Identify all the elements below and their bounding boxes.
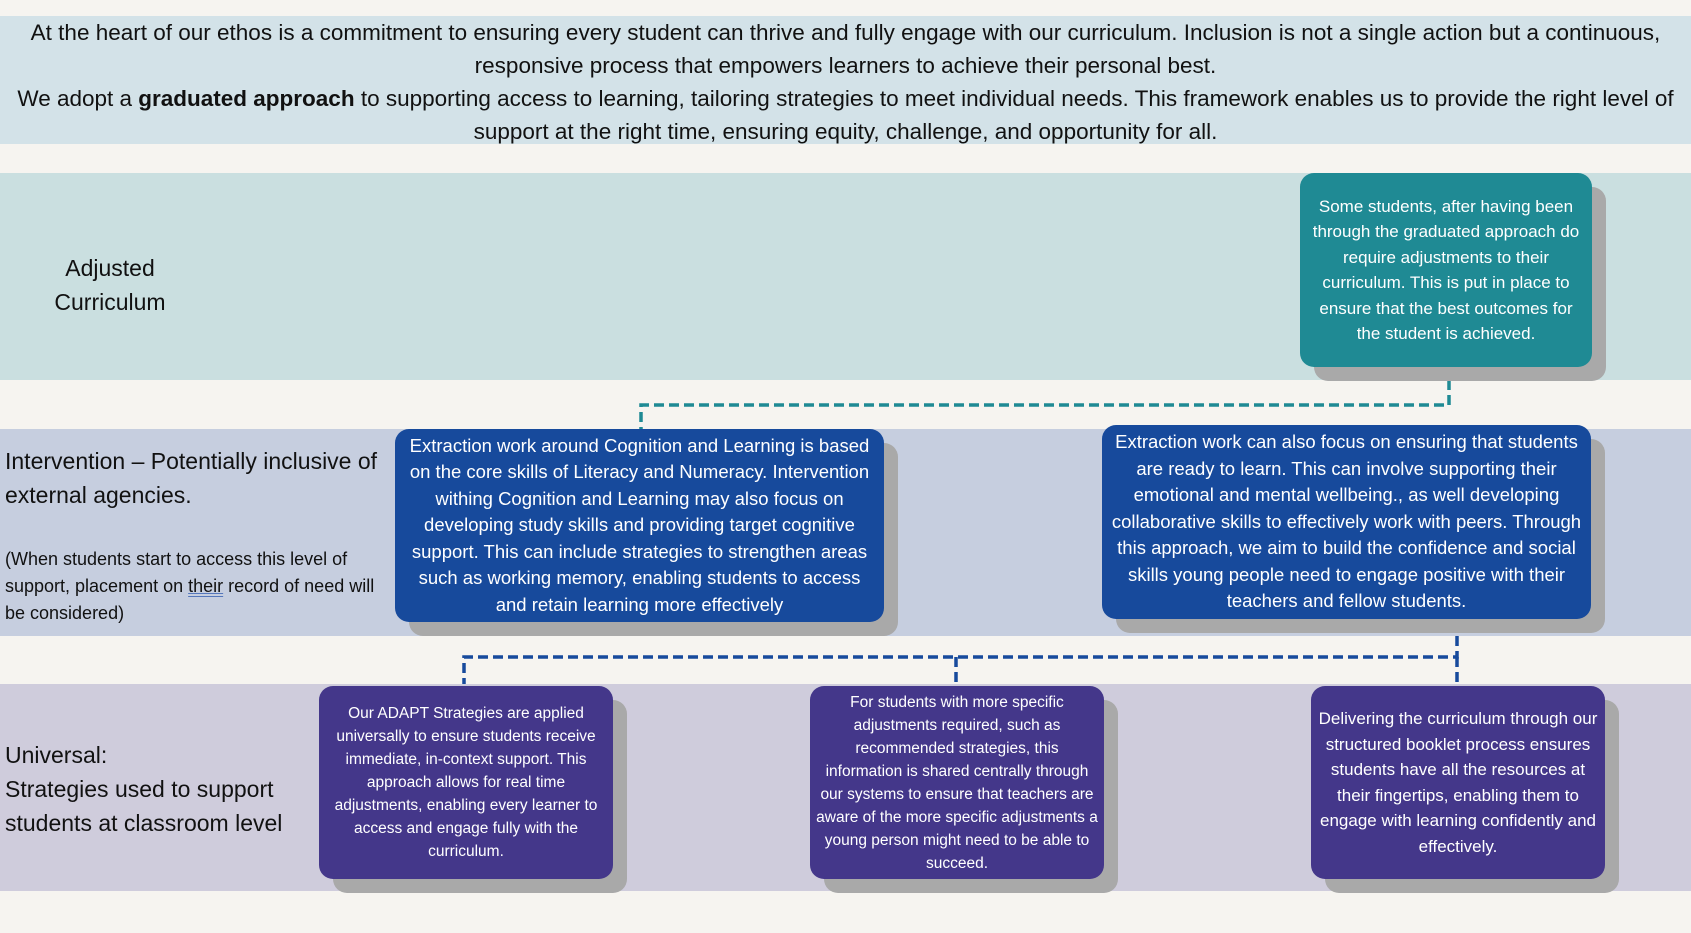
graduated-approach-emphasis: graduated approach [138,86,355,111]
adjusted-curriculum-box-text: Some students, after having been through… [1312,196,1580,344]
wellbeing-box: Extraction work can also focus on ensuri… [1102,425,1591,619]
intervention-note-underlined: their [188,576,224,596]
wellbeing-box-text: Extraction work can also focus on ensuri… [1111,431,1582,612]
specific-adjustments-box-text: For students with more specific adjustme… [816,693,1098,872]
booklet-process-box: Delivering the curriculum through our st… [1311,686,1605,879]
adapt-strategies-box: Our ADAPT Strategies are applied univers… [319,686,613,879]
universal-label: Universal: Strategies used to support st… [5,738,315,840]
cognition-learning-box-text: Extraction work around Cognition and Lea… [409,434,870,615]
intervention-note: (When students start to access this leve… [5,546,385,627]
intro-paragraph-2: We adopt a graduated approach to support… [4,82,1687,144]
universal-label-title: Universal: [5,742,108,768]
intervention-label: Intervention – Potentially inclusive of … [5,448,378,508]
connector-adjusted-to-intervention [639,380,1451,429]
intro-text-after: to supporting access to learning, tailor… [354,86,1674,144]
specific-adjustments-box: For students with more specific adjustme… [810,686,1104,879]
cognition-learning-box: Extraction work around Cognition and Lea… [395,429,884,622]
connector-intervention-to-universal-left [462,636,1459,684]
intro-banner: At the heart of our ethos is a commitmen… [0,16,1691,144]
intro-text-before: We adopt a [17,86,139,111]
intervention-note-after: record of need will be considered) [5,576,375,623]
intro-paragraph-1: At the heart of our ethos is a commitmen… [30,20,1661,78]
adapt-strategies-box-text: Our ADAPT Strategies are applied univers… [334,705,598,860]
universal-label-subtitle: Strategies used to support students at c… [5,776,283,836]
intro-text: At the heart of our ethos is a commitmen… [0,16,1691,144]
adjusted-curriculum-label: Adjusted Curriculum [54,255,166,315]
booklet-process-box-text: Delivering the curriculum through our st… [1318,709,1598,856]
adjusted-curriculum-box: Some students, after having been through… [1300,173,1592,367]
intervention-note-before: (When students start to access this leve… [5,549,348,596]
